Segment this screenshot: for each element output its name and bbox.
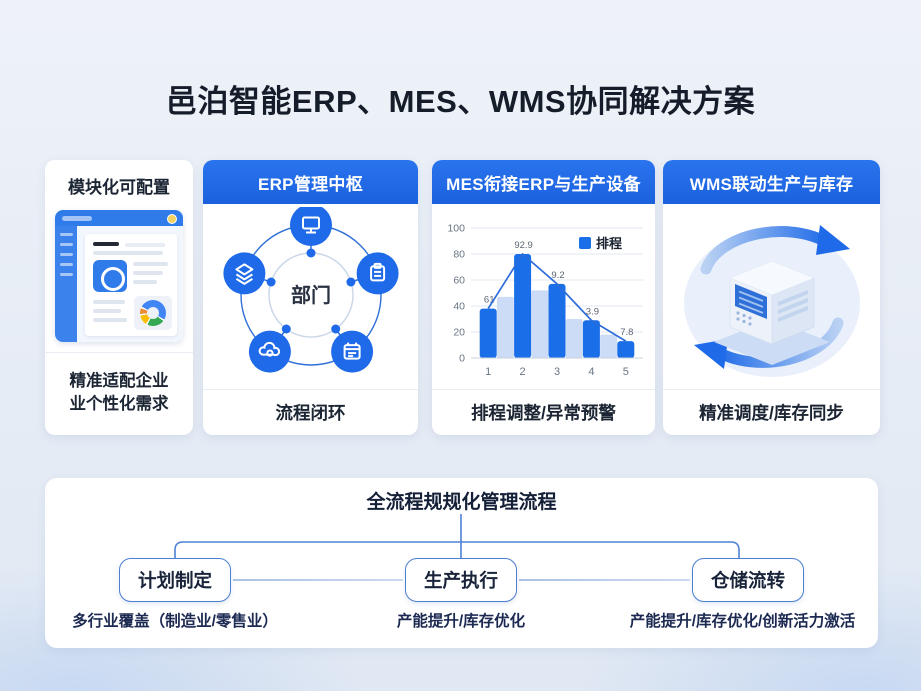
svg-text:3.9: 3.9 <box>585 306 598 317</box>
erp-node-monitor <box>289 206 332 246</box>
wms-card-footer: 精准调度/库存同步 <box>699 402 844 423</box>
modular-card-title: 模块化可配置 <box>68 177 170 197</box>
mes-chart: 0 20 40 60 80 100 61 1 92.9 2 9.2 3 3.9 4 7.8 5 排程 <box>447 222 643 378</box>
card-mes: MES衔接ERP与生产设备 0 20 40 60 80 100 61 1 92.9 2 9.2 3 3.… <box>432 160 655 435</box>
erp-card-footer: 流程闭环 <box>275 402 346 423</box>
svg-text:3: 3 <box>553 366 559 378</box>
layers-icon <box>234 262 253 285</box>
card-wms: WMS联动生产与库存 <box>663 160 880 435</box>
erp-node-layers <box>222 251 265 294</box>
process-node-production: 生产执行 <box>405 558 517 602</box>
mes-card-footer: 排程调整/异常预警 <box>471 402 616 423</box>
calendar-icon <box>343 342 361 360</box>
erp-node-clipboard <box>356 251 399 294</box>
svg-text:20: 20 <box>453 326 465 338</box>
svg-text:0: 0 <box>459 352 465 364</box>
card-erp: ERP管理中枢 <box>203 160 418 435</box>
wms-card-header: WMS联动生产与库存 <box>663 160 880 204</box>
mockup-window-dot-icon <box>167 214 177 224</box>
svg-text:9.2: 9.2 <box>551 269 564 280</box>
svg-text:4: 4 <box>588 366 594 378</box>
process-desc-warehouse: 产能提升/库存优化/创新活力激活 <box>629 613 856 630</box>
svg-text:7.8: 7.8 <box>620 327 633 338</box>
mockup-sidebar <box>55 226 77 342</box>
process-node-plan: 计划制定 <box>119 558 231 602</box>
svg-text:100: 100 <box>447 222 465 234</box>
ring-dots <box>266 248 355 333</box>
svg-text:92.9: 92.9 <box>514 240 533 251</box>
process-connector-lines <box>174 514 740 558</box>
process-title: 全流程规规化管理流程 <box>366 492 557 513</box>
mockup-address-pill <box>62 216 92 221</box>
erp-node-finance <box>248 330 291 373</box>
node-link-line <box>233 579 403 581</box>
legend-swatch <box>578 236 591 249</box>
mockup-titlebar <box>55 210 183 226</box>
svg-text:80: 80 <box>453 248 465 260</box>
browser-mockup-illustration <box>55 210 183 342</box>
svg-text:2: 2 <box>519 366 525 378</box>
mes-card-header: MES衔接ERP与生产设备 <box>432 160 655 204</box>
modular-footer-line2: 业个性化需求 <box>69 395 169 413</box>
mockup-content <box>77 226 183 342</box>
mes-card-body: 0 20 40 60 80 100 61 1 92.9 2 9.2 3 3.9 4 7.8 5 排程 <box>432 204 655 390</box>
erp-hub-diagram: 部门 <box>222 206 399 373</box>
process-node-warehouse: 仓储流转 <box>692 558 804 602</box>
mockup-feature-tile-icon <box>93 260 127 292</box>
modular-footer-line1: 精准适配企业 <box>69 371 169 390</box>
finance-icon <box>258 341 280 357</box>
card-modular: 模块化可配置 <box>45 160 193 435</box>
legend-label: 排程 <box>596 236 622 251</box>
node-link-line <box>519 579 690 581</box>
svg-text:61: 61 <box>483 294 494 305</box>
svg-text:1: 1 <box>485 366 491 378</box>
svg-text:40: 40 <box>453 300 465 312</box>
modular-card-footer: 精准适配企业 业个性化需求 <box>45 353 193 433</box>
erp-card-body: 部门 <box>203 204 418 390</box>
mockup-content-card <box>85 234 177 336</box>
sync-arrows-icon <box>693 224 850 369</box>
server-icon <box>713 260 830 365</box>
mockup-chart-box <box>134 296 172 330</box>
erp-node-calendar <box>330 330 373 373</box>
hub-center-label: 部门 <box>291 283 331 307</box>
monitor-icon <box>301 216 320 233</box>
wms-illustration <box>683 224 860 377</box>
process-panel: 全流程规规化管理流程 计划制定 生产执行 仓储流转 多行业覆盖（制造业/零售业）… <box>45 478 878 648</box>
page-title: 邑泊智能ERP、MES、WMS协同解决方案 <box>165 84 756 119</box>
wms-card-body <box>663 204 880 390</box>
mockup-heading-bar <box>93 242 119 246</box>
svg-text:60: 60 <box>453 274 465 286</box>
svg-text:5: 5 <box>622 366 628 378</box>
modular-card-body <box>45 210 193 353</box>
erp-card-header: ERP管理中枢 <box>203 160 418 204</box>
clipboard-icon <box>369 262 385 281</box>
process-desc-plan: 多行业覆盖（制造业/零售业） <box>72 613 278 630</box>
process-desc-production: 产能提升/库存优化 <box>396 613 526 630</box>
donut-chart-icon <box>140 300 166 326</box>
